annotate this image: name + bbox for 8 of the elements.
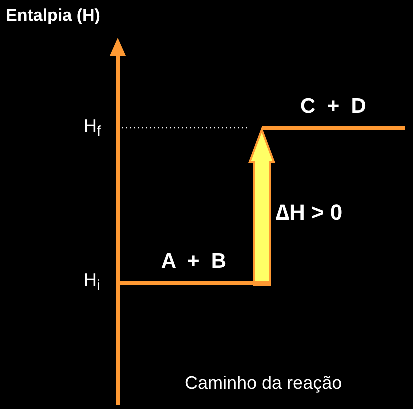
energy-level-line	[262, 95, 405, 130]
axis-label: H$_{f}$	[84, 116, 102, 141]
level-label: C + D	[300, 95, 366, 119]
level-label: A + B	[161, 250, 227, 274]
axis-title: Entalpia (H)	[6, 6, 100, 26]
axis-title: Caminho da reação	[185, 373, 342, 394]
axis-label: H$_{i}$	[84, 270, 100, 295]
arrow	[248, 127, 276, 286]
